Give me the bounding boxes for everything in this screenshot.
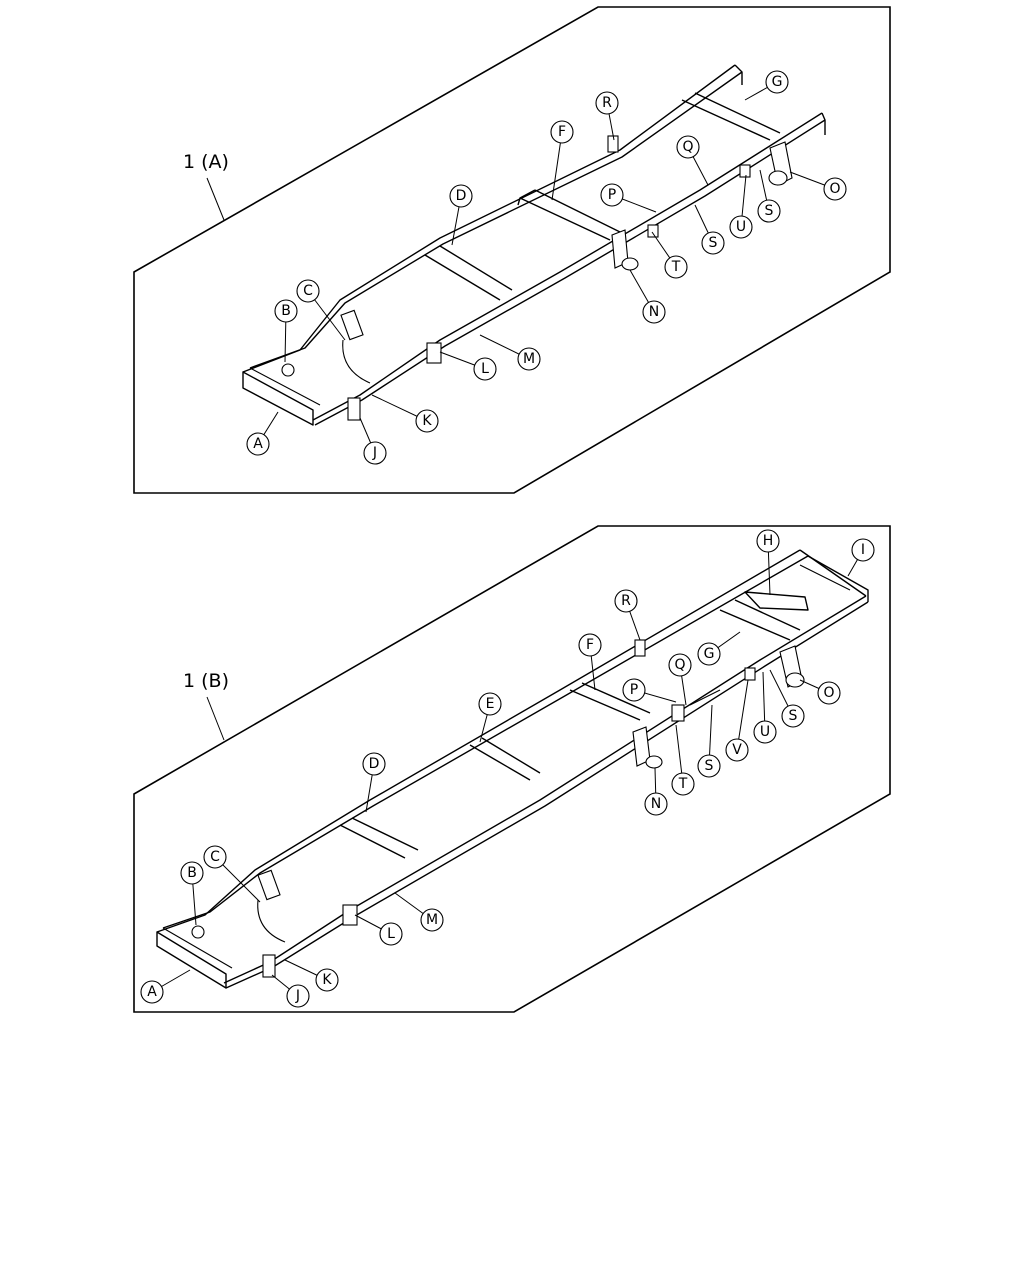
svg-text:L: L: [481, 361, 489, 377]
svg-text:D: D: [369, 756, 380, 772]
svg-text:B: B: [281, 303, 291, 319]
panel-a-callouts: A B C D F G J K L M N O P Q R S S T U: [246, 70, 847, 465]
callout-f: F: [578, 633, 602, 657]
svg-text:R: R: [602, 95, 612, 111]
panel-a-frame: [242, 64, 826, 426]
svg-text:G: G: [704, 646, 715, 662]
callout-p: P: [600, 183, 624, 207]
svg-text:Q: Q: [674, 657, 685, 673]
callout-t: T: [664, 255, 688, 279]
callout-s: S: [757, 199, 781, 223]
callout-h: H: [756, 529, 780, 553]
svg-text:U: U: [760, 724, 770, 740]
callout-q: Q: [668, 653, 692, 677]
callout-b: B: [274, 299, 298, 323]
callout-o: O: [817, 681, 841, 705]
svg-text:D: D: [456, 188, 467, 204]
svg-text:N: N: [651, 796, 661, 812]
panel-b-title: 1 (B): [183, 670, 229, 692]
svg-text:A: A: [147, 984, 157, 1000]
callout-f: F: [550, 120, 574, 144]
svg-text:O: O: [823, 685, 834, 701]
callout-l: L: [379, 922, 403, 946]
callout-v: V: [725, 738, 749, 762]
callout-e: E: [478, 692, 502, 716]
callout-b: B: [180, 861, 204, 885]
svg-text:O: O: [829, 181, 840, 197]
svg-text:M: M: [426, 912, 438, 928]
callout-n: N: [644, 792, 668, 816]
callout-s: S: [701, 231, 725, 255]
svg-text:K: K: [322, 972, 332, 988]
svg-text:S: S: [705, 758, 714, 774]
callout-u: U: [729, 215, 753, 239]
callout-q: Q: [676, 135, 700, 159]
callout-c: C: [296, 279, 320, 303]
callout-r: R: [614, 589, 638, 613]
svg-text:C: C: [210, 849, 220, 865]
panel-b-callouts: A B C D E F G H I J K L M N O P Q R S S …: [140, 529, 875, 1008]
svg-text:P: P: [608, 187, 616, 203]
callout-k: K: [315, 968, 339, 992]
svg-text:K: K: [422, 413, 432, 429]
svg-text:H: H: [763, 533, 774, 549]
callout-i: I: [851, 538, 875, 562]
callout-d: D: [362, 752, 386, 776]
callout-m: M: [517, 347, 541, 371]
callout-s: S: [781, 704, 805, 728]
callout-n: N: [642, 300, 666, 324]
panel-a-title: 1 (A): [183, 151, 229, 173]
callout-p: P: [622, 678, 646, 702]
svg-text:J: J: [372, 445, 377, 461]
callout-s: S: [697, 754, 721, 778]
svg-text:G: G: [772, 74, 783, 90]
callout-g: G: [697, 642, 721, 666]
callout-d: D: [449, 184, 473, 208]
callout-u: U: [753, 720, 777, 744]
svg-text:S: S: [765, 203, 774, 219]
svg-text:C: C: [303, 283, 313, 299]
svg-text:S: S: [709, 235, 718, 251]
svg-text:Q: Q: [682, 139, 693, 155]
callout-c: C: [203, 845, 227, 869]
callout-r: R: [595, 91, 619, 115]
svg-text:P: P: [630, 682, 638, 698]
svg-text:F: F: [586, 637, 594, 653]
svg-text:A: A: [253, 436, 263, 452]
callout-a: A: [246, 432, 270, 456]
svg-text:E: E: [486, 696, 495, 712]
svg-text:U: U: [736, 219, 746, 235]
svg-text:T: T: [671, 259, 681, 275]
svg-text:I: I: [861, 542, 865, 558]
svg-text:M: M: [523, 351, 535, 367]
svg-text:R: R: [621, 593, 631, 609]
panel-a: 1 (A): [133, 6, 891, 494]
callout-k: K: [415, 409, 439, 433]
callout-t: T: [671, 772, 695, 796]
callout-j: J: [286, 984, 310, 1008]
callout-m: M: [420, 908, 444, 932]
svg-text:B: B: [187, 865, 197, 881]
callout-j: J: [363, 441, 387, 465]
panel-a-outline: [133, 6, 891, 494]
callout-o: O: [823, 177, 847, 201]
svg-text:F: F: [558, 124, 566, 140]
callout-l: L: [473, 357, 497, 381]
panel-b: 1 (B): [133, 525, 891, 1013]
svg-text:T: T: [678, 776, 688, 792]
svg-text:J: J: [295, 988, 300, 1004]
panel-b-frame: [156, 549, 869, 989]
callout-a: A: [140, 980, 164, 1004]
svg-text:S: S: [789, 708, 798, 724]
callout-g: G: [765, 70, 789, 94]
svg-text:V: V: [732, 742, 742, 758]
svg-text:N: N: [649, 304, 659, 320]
svg-text:L: L: [387, 926, 395, 942]
